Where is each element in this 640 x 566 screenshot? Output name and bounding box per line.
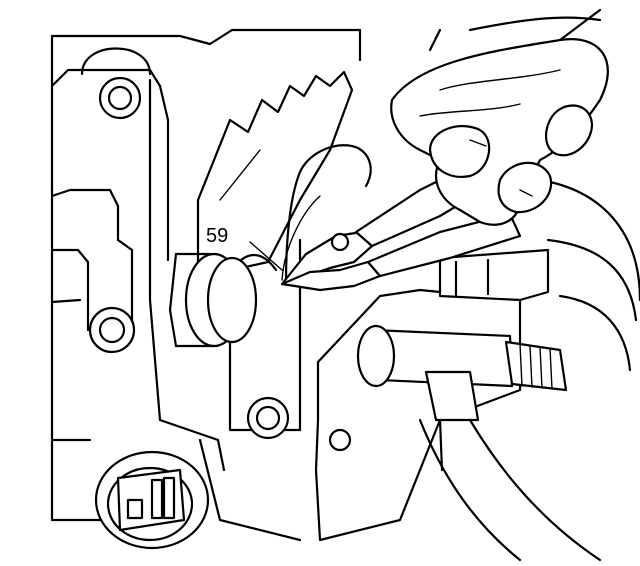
manual-shaft bbox=[314, 248, 568, 542]
retaining-spring bbox=[281, 144, 372, 284]
bottom-bore bbox=[94, 450, 210, 550]
detent-roller bbox=[168, 252, 258, 348]
detent-lever bbox=[196, 70, 354, 272]
callout-label: 59 bbox=[206, 225, 228, 247]
callout-59: 59 bbox=[206, 225, 283, 271]
housing-rim bbox=[418, 178, 640, 562]
hand-with-pliers bbox=[280, 8, 609, 292]
case-bolt-holes bbox=[88, 76, 290, 440]
transmission-case bbox=[50, 28, 442, 542]
callout-leader-line bbox=[249, 241, 283, 271]
